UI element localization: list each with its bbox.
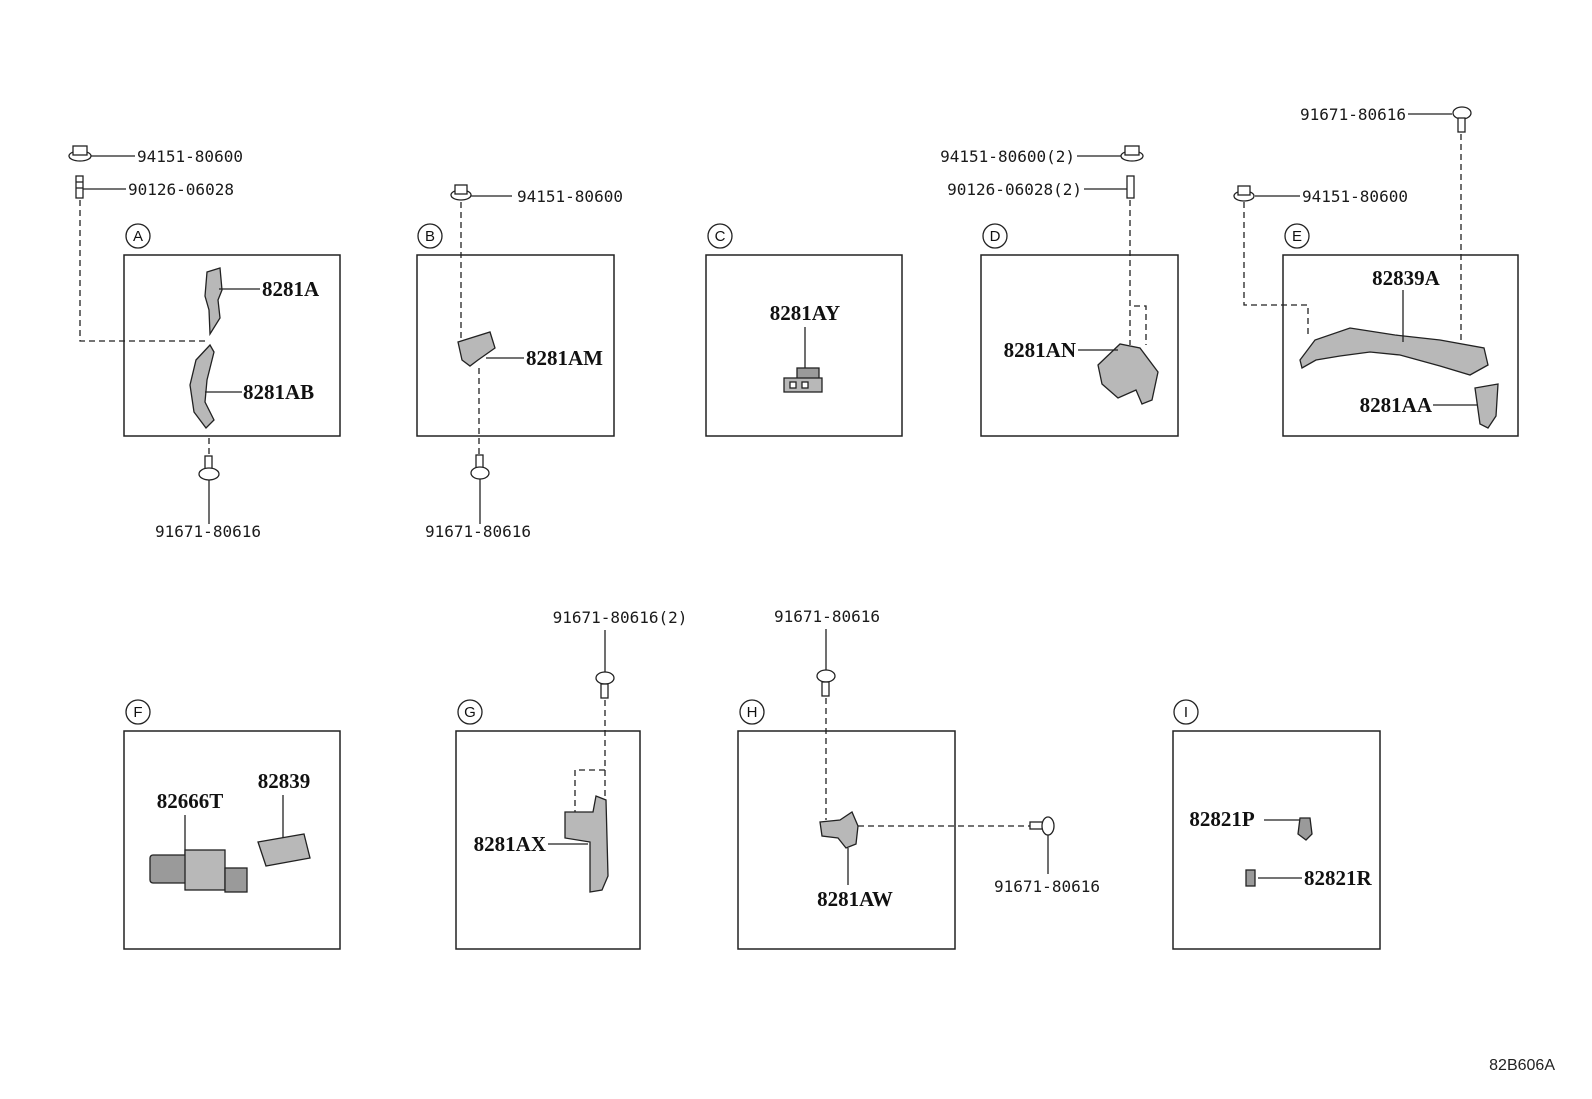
section-f: F 82666T 82839 xyxy=(123,699,341,950)
fastener-label[interactable]: 91671-80616 xyxy=(1300,105,1406,124)
bolt-icon[interactable] xyxy=(595,630,615,699)
section-letter: B xyxy=(425,228,435,245)
section-letter: A xyxy=(133,228,143,245)
section-e: E 91671-80616 94151-80600 82839A 8281AA xyxy=(1233,105,1519,437)
fastener-label[interactable]: 91671-80616(2) xyxy=(553,608,688,627)
fastener-label[interactable]: 91671-80616 xyxy=(425,522,531,541)
section-h: H 91671-80616 8281AW 91671-80616 xyxy=(737,607,1100,950)
part-8281ax-icon[interactable] xyxy=(564,795,609,893)
nut-icon[interactable] xyxy=(450,184,512,201)
part-label[interactable]: 82821P xyxy=(1189,807,1255,831)
part-label[interactable]: 8281AN xyxy=(1004,338,1076,362)
section-letter: H xyxy=(747,704,758,721)
part-label[interactable]: 8281A xyxy=(262,277,320,301)
clip-icon[interactable] xyxy=(1297,817,1313,841)
part-label[interactable]: 82821R xyxy=(1304,866,1373,890)
bolt-icon[interactable] xyxy=(198,455,220,524)
connector-icon[interactable] xyxy=(783,367,823,393)
section-c: C 8281AY xyxy=(705,223,903,437)
part-label[interactable]: 8281AY xyxy=(770,301,840,325)
section-box xyxy=(455,730,641,950)
section-letter: G xyxy=(464,704,476,721)
section-box xyxy=(1172,730,1381,950)
part-82839-icon[interactable] xyxy=(257,833,311,867)
motor-icon[interactable] xyxy=(149,849,248,893)
section-g: G 91671-80616(2) 8281AX xyxy=(455,608,688,950)
section-letter: C xyxy=(715,228,726,245)
fastener-label[interactable]: 94151-80600(2) xyxy=(940,147,1075,166)
fastener-label[interactable]: 91671-80616 xyxy=(155,522,261,541)
part-82839a-icon[interactable] xyxy=(1299,327,1489,376)
section-box xyxy=(416,254,615,437)
section-box xyxy=(705,254,903,437)
part-8281an-icon[interactable] xyxy=(1097,343,1159,405)
part-8281aa-icon[interactable] xyxy=(1474,383,1499,429)
section-box xyxy=(737,730,956,950)
part-label[interactable]: 8281AW xyxy=(817,887,893,911)
section-letter: D xyxy=(990,228,1001,245)
part-label[interactable]: 82839A xyxy=(1372,266,1441,290)
part-label[interactable]: 82839 xyxy=(258,769,311,793)
stud-icon[interactable] xyxy=(1084,175,1135,199)
section-box xyxy=(980,254,1179,437)
fastener-label[interactable]: 94151-80600 xyxy=(137,147,243,166)
nut-icon[interactable] xyxy=(1077,145,1144,162)
grommet-icon[interactable] xyxy=(1245,869,1256,887)
nut-icon[interactable] xyxy=(1233,185,1300,202)
part-8281a-icon[interactable] xyxy=(204,267,223,337)
section-box xyxy=(123,730,341,950)
section-i: I 82821P 82821R xyxy=(1172,699,1381,950)
nut-icon[interactable] xyxy=(68,145,135,162)
part-label[interactable]: 8281AM xyxy=(526,346,603,370)
section-a: A 94151-80600 90126-06028 8281A 8281AB xyxy=(68,145,341,541)
part-label[interactable]: 82666T xyxy=(157,789,224,813)
fastener-label[interactable]: 94151-80600 xyxy=(517,187,623,206)
bolt-icon[interactable] xyxy=(816,629,836,697)
section-box xyxy=(1282,254,1519,437)
part-8281aw-icon[interactable] xyxy=(819,811,859,849)
section-d: D 94151-80600(2) 90126-06028(2) 8281AN xyxy=(940,145,1179,437)
section-box xyxy=(123,254,341,437)
fastener-label[interactable]: 90126-06028 xyxy=(128,180,234,199)
fastener-label[interactable]: 90126-06028(2) xyxy=(947,180,1082,199)
fastener-label[interactable]: 91671-80616 xyxy=(774,607,880,626)
section-b: B 94151-80600 8281AM 91671-80616 xyxy=(416,184,623,541)
part-label[interactable]: 8281AB xyxy=(243,380,314,404)
bolt-icon[interactable] xyxy=(470,454,490,524)
bolt-icon[interactable] xyxy=(1408,106,1472,133)
part-label[interactable]: 8281AA xyxy=(1360,393,1433,417)
diagram-code: 82B606A xyxy=(1489,1057,1555,1074)
section-letter: I xyxy=(1184,704,1188,721)
fastener-label[interactable]: 91671-80616 xyxy=(994,877,1100,896)
part-8281ab-icon[interactable] xyxy=(189,343,215,429)
fastener-label[interactable]: 94151-80600 xyxy=(1302,187,1408,206)
section-letter: F xyxy=(133,704,142,721)
part-label[interactable]: 8281AX xyxy=(474,832,546,856)
bolt-icon[interactable] xyxy=(1029,816,1055,874)
stud-icon[interactable] xyxy=(75,175,126,199)
part-8281am-icon[interactable] xyxy=(457,331,496,367)
section-letter: E xyxy=(1292,228,1302,245)
